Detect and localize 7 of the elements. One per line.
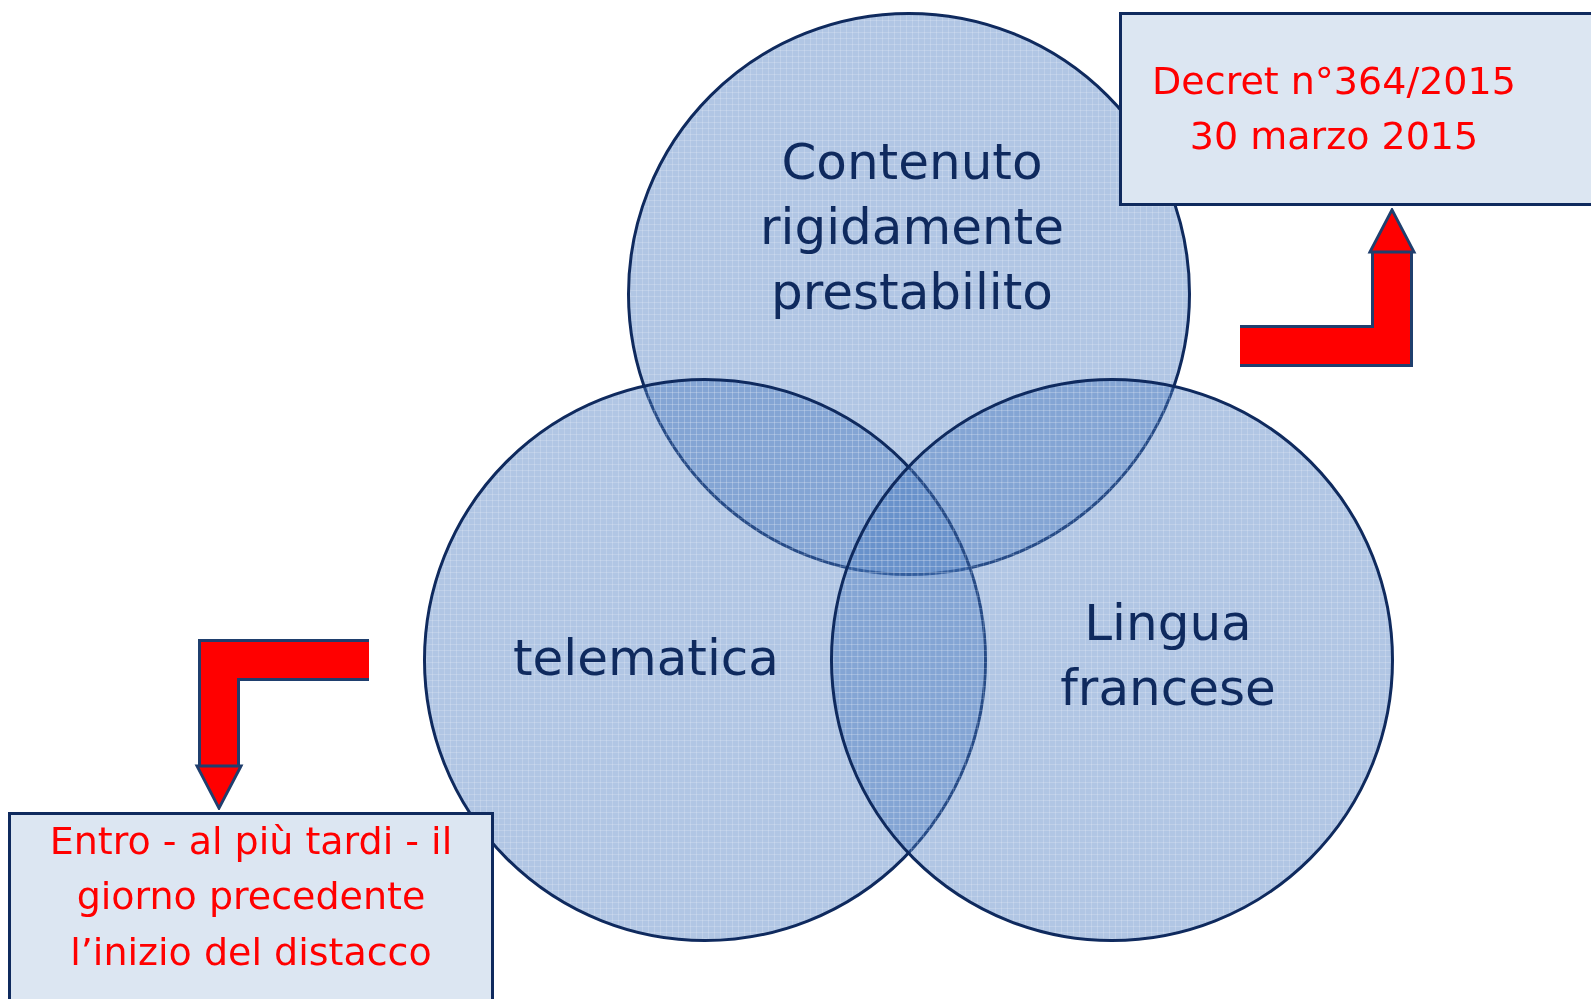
note-text: Decret n°364/2015 30 marzo 2015 xyxy=(1152,57,1516,160)
circle-label: Lingua francese xyxy=(1059,593,1277,719)
circle-label: Contenuto rigidamente prestabilito xyxy=(759,132,1065,323)
text-box xyxy=(1119,12,1591,206)
note-text: Entro - al più tardi - il giorno precedente l’inizio del distacco xyxy=(48,818,454,976)
circle-label: telematica xyxy=(513,628,779,689)
text-box xyxy=(8,812,494,999)
